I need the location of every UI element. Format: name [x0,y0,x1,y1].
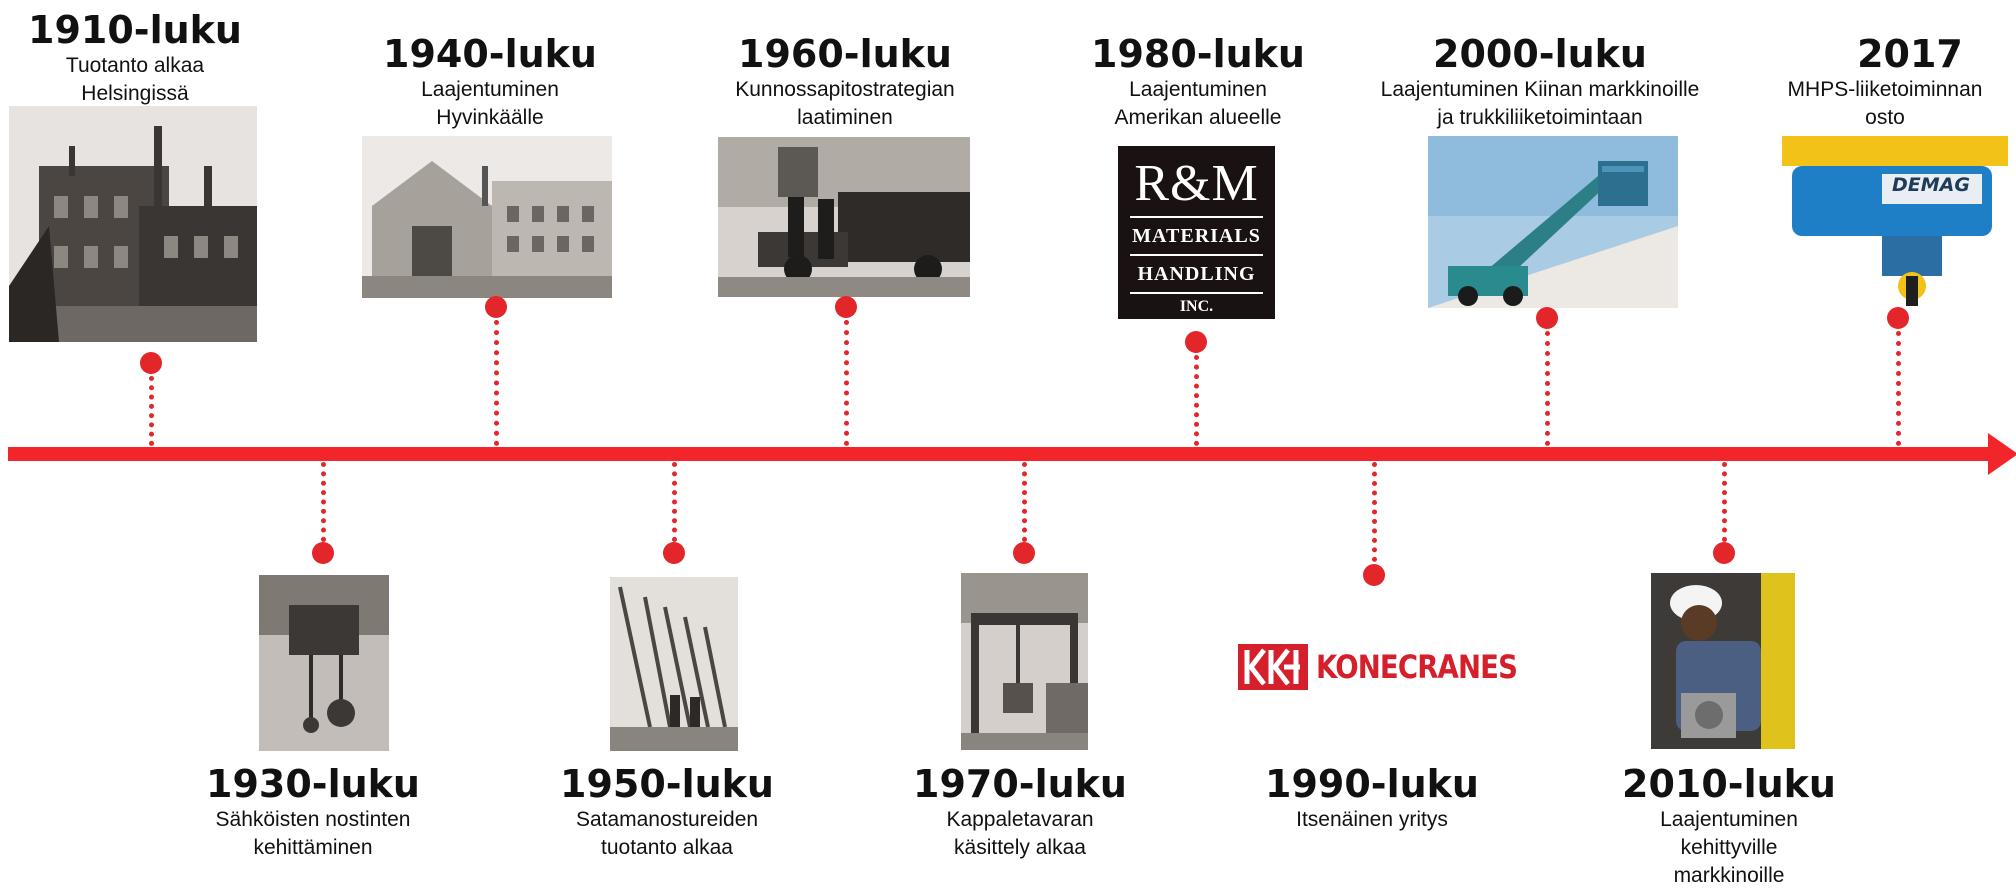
kone-factory-building-photo [362,136,612,298]
rm-logo-rule [1130,292,1263,294]
reach-stacker-photo [1428,136,1678,308]
rm-logo-monogram: R&M [1134,155,1259,212]
demag-logo-text: DEMAG [1892,174,1970,196]
timeline-dot [1887,307,1909,329]
timeline-dot [835,296,857,318]
timeline-connector [149,376,154,446]
milestone-year: 1960-luku [738,32,952,76]
demag-hoist-photo: DEMAG [1782,136,2008,308]
milestone-year: 1950-luku [560,762,774,806]
timeline-connector [1194,355,1199,446]
overhead-crane-photo [961,573,1088,750]
milestone-year: 2000-luku [1433,32,1647,76]
technician-at-work-photo [1651,573,1795,749]
harbour-cranes-photo [610,577,738,751]
timeline-dot [485,296,507,318]
timeline-connector [1022,462,1027,542]
konecranes-logo-mark [1238,644,1308,690]
rm-logo-rule [1130,254,1263,256]
timeline-connector [844,320,849,446]
timeline-connector [1372,462,1377,562]
timeline-dot [1536,307,1558,329]
rm-logo-line4: INC. [1179,298,1214,315]
timeline-connector [494,320,499,446]
electric-hoist-photo [259,575,389,751]
konecranes-logo: KONECRANES [1238,644,1550,690]
milestone-year: 1980-luku [1091,32,1305,76]
timeline-connector [1896,331,1901,446]
timeline-arrowhead [1988,433,2016,475]
timeline-connector [672,462,677,542]
milestone-description: Itsenäinen yritys [1296,808,1448,831]
milestone-year: 2017 [1857,32,1963,76]
rm-materials-handling-logo: R&M MATERIALS HANDLING INC. [1118,146,1275,319]
timeline-dot [312,542,334,564]
timeline-dot [1185,331,1207,353]
timeline-connector [1545,331,1550,446]
timeline-connector [321,462,326,542]
milestone-year: 2010-luku [1622,762,1836,806]
huoltopalvelu-truck-photo [718,137,970,297]
timeline-axis [8,447,1998,461]
timeline-dot [140,352,162,374]
milestone-year: 1990-luku [1265,762,1479,806]
timeline-dot [1013,542,1035,564]
milestone-year: 1930-luku [206,762,420,806]
konecranes-logo-text: KONECRANES [1316,648,1518,686]
milestone-year: 1970-luku [913,762,1127,806]
timeline-dot [663,542,685,564]
rm-logo-rule [1130,216,1263,218]
rm-logo-line3: HANDLING [1137,263,1256,285]
rm-logo-line2: MATERIALS [1132,225,1261,247]
timeline-dot [1363,564,1385,586]
timeline-dot [1713,542,1735,564]
milestone-year: 1910-luku [28,8,242,52]
old-brick-factory-photo [9,106,257,342]
milestone-year: 1940-luku [383,32,597,76]
timeline-connector [1722,462,1727,542]
